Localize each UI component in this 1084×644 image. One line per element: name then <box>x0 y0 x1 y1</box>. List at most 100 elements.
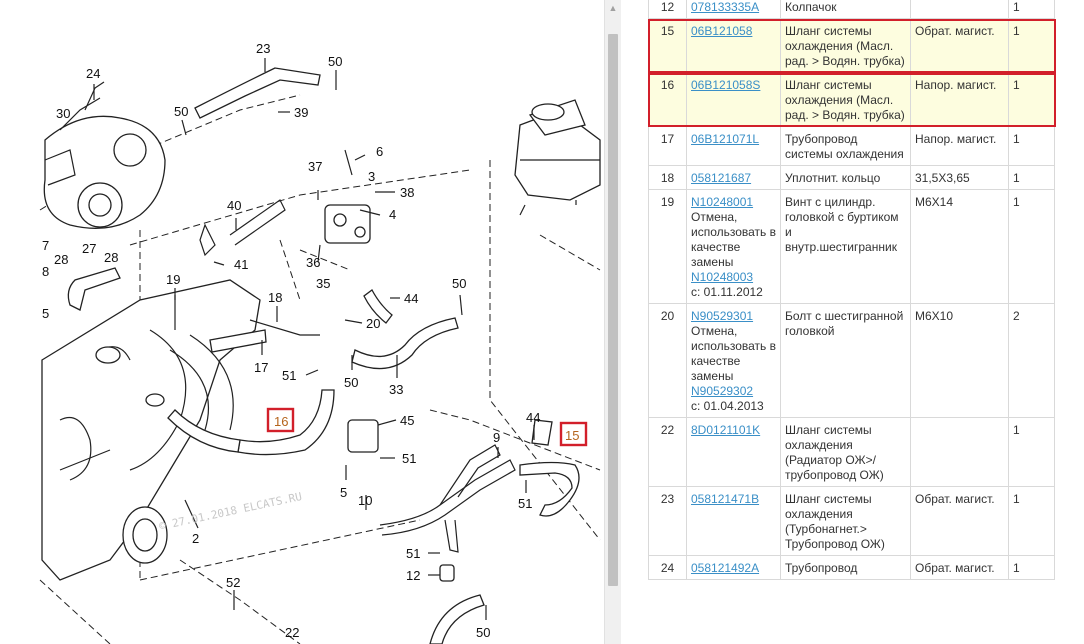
callout: 44 <box>404 291 418 306</box>
callout: 3 <box>368 169 375 184</box>
callout: 12 <box>406 568 420 583</box>
table-row-highlighted[interactable]: 16 06B121058S Шланг системы охлаждения (… <box>648 72 1055 127</box>
callout: 33 <box>389 382 403 397</box>
callout: 36 <box>306 255 320 270</box>
callout: 45 <box>400 413 414 428</box>
callout: 50 <box>174 104 188 119</box>
part-quantity: 1 <box>1008 189 1055 304</box>
row-number: 15 <box>648 18 687 73</box>
callout: 51 <box>518 496 532 511</box>
part-number-link[interactable]: 06B121058S <box>691 78 761 92</box>
callout: 18 <box>268 290 282 305</box>
part-number-link[interactable]: 058121471B <box>691 492 760 506</box>
part-note: Напор. магист. <box>910 72 1009 127</box>
parts-diagram: 23 24 50 30 50 39 37 6 3 38 4 40 28 27 2… <box>39 41 601 644</box>
part-number-link[interactable]: 058121492A <box>691 561 760 575</box>
part-quantity: 2 <box>1008 303 1055 418</box>
table-row-highlighted[interactable]: 15 06B121058 Шланг системы охлаждения (М… <box>648 18 1055 73</box>
replacement-date: с: 01.04.2013 <box>691 399 764 413</box>
callout: 51 <box>402 451 416 466</box>
callout: 35 <box>316 276 330 291</box>
part-quantity: 1 <box>1008 417 1055 487</box>
callout: 40 <box>227 198 241 213</box>
callout: 19 <box>166 272 180 287</box>
callout: 9 <box>493 430 500 445</box>
table-row[interactable]: 17 06B121071L Трубопровод системы охлажд… <box>648 126 1055 166</box>
engine-block <box>41 279 261 581</box>
part-number-link[interactable]: N10248001 <box>691 195 754 209</box>
table-row[interactable]: 12 078133335A Колпачок 1 <box>648 0 1055 19</box>
callout: 28 <box>54 252 68 267</box>
scroll-up-icon[interactable]: ▲ <box>608 3 618 13</box>
row-number: 12 <box>648 0 687 19</box>
part-description: Трубопровод <box>780 555 911 580</box>
part-description: Шланг системы охлаждения (Масл. рад. > В… <box>780 72 911 127</box>
table-row[interactable]: 23 058121471B Шланг системы охлаждения (… <box>648 486 1055 556</box>
row-number: 24 <box>648 555 687 580</box>
coolant-hoses <box>67 67 580 644</box>
part-description: Шланг системы охлаждения (Радиатор ОЖ>/ … <box>780 417 911 487</box>
part-note: 31,5X3,65 <box>910 165 1009 190</box>
callout: 44 <box>526 410 540 425</box>
table-row[interactable]: 19 N10248001 Отмена, использовать в каче… <box>648 189 1055 304</box>
part-number-link[interactable]: N90529301 <box>691 309 754 323</box>
callout: 28 <box>104 250 118 265</box>
part-number-link[interactable]: 06B121058 <box>691 24 753 38</box>
callout: 22 <box>285 625 299 640</box>
table-row[interactable]: 18 058121687 Уплотнит. кольцо 31,5X3,65 … <box>648 165 1055 190</box>
part-number-link[interactable]: 078133335A <box>691 0 760 14</box>
callout: 51 <box>282 368 296 383</box>
row-number: 16 <box>648 72 687 127</box>
part-number-link[interactable]: 8D0121101K <box>691 423 761 437</box>
leader-lines <box>93 58 535 620</box>
callout: 8 <box>42 264 49 279</box>
callout: 17 <box>254 360 268 375</box>
callout-highlighted: 16 <box>274 414 288 429</box>
part-note <box>910 0 1009 19</box>
part-quantity: 1 <box>1008 486 1055 556</box>
callout: 24 <box>86 66 100 81</box>
callout: 6 <box>376 144 383 159</box>
table-row[interactable]: 20 N90529301 Отмена, использовать в каче… <box>648 303 1055 418</box>
callout: 10 <box>358 493 372 508</box>
diagram-scrollbar[interactable]: ▲ <box>604 0 621 644</box>
part-number-link[interactable]: 06B121071L <box>691 132 760 146</box>
table-row[interactable]: 22 8D0121101K Шланг системы охлаждения (… <box>648 417 1055 487</box>
part-quantity: 1 <box>1008 555 1055 580</box>
coolant-expansion-tank <box>514 99 601 216</box>
callout: 51 <box>406 546 420 561</box>
part-description: Трубопровод системы охлаждения <box>780 126 911 166</box>
callout: 23 <box>256 41 270 56</box>
part-description: Шланг системы охлаждения (Масл. рад. > В… <box>780 18 911 73</box>
part-description: Болт с шестигранной головкой <box>780 303 911 418</box>
replacement-part-link[interactable]: N10248003 <box>691 270 754 284</box>
row-number: 23 <box>648 486 687 556</box>
callout: 37 <box>308 159 322 174</box>
highlight-box-15 <box>559 421 588 447</box>
row-number: 19 <box>648 189 687 304</box>
callout: 50 <box>328 54 342 69</box>
parts-table: 12 078133335A Колпачок 1 15 06B121058 Шл… <box>648 0 1055 580</box>
replacement-part-link[interactable]: N90529302 <box>691 384 754 398</box>
scroll-thumb[interactable] <box>608 34 618 586</box>
callouts: 23 24 50 30 50 39 37 6 3 38 4 40 28 27 2… <box>42 41 579 640</box>
callout: 50 <box>344 375 358 390</box>
callout: 41 <box>234 257 248 272</box>
part-quantity: 1 <box>1008 165 1055 190</box>
callout: 4 <box>389 207 396 222</box>
table-row[interactable]: 24 058121492A Трубопровод Обрат. магист.… <box>648 555 1055 580</box>
part-number-link[interactable]: 058121687 <box>691 171 752 185</box>
callout: 30 <box>56 106 70 121</box>
part-note: Обрат. магист. <box>910 486 1009 556</box>
callout: 2 <box>192 531 199 546</box>
coolant-pipes <box>174 149 516 582</box>
row-number: 20 <box>648 303 687 418</box>
row-number: 17 <box>648 126 687 166</box>
highlight-box-16 <box>266 407 295 433</box>
part-description: Колпачок <box>780 0 911 19</box>
callout: 52 <box>226 575 240 590</box>
part-note: M6X10 <box>910 303 1009 418</box>
replacement-notice: Отмена, использовать в качестве замены <box>691 210 777 269</box>
callout: 50 <box>452 276 466 291</box>
part-quantity: 1 <box>1008 126 1055 166</box>
